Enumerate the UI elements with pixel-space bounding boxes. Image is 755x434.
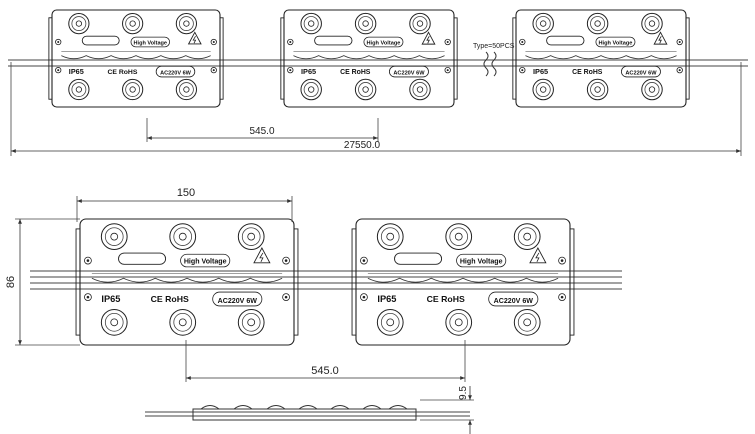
led-lens: [354, 12, 377, 35]
led-lens: [237, 223, 265, 251]
ip-rating-label: IP65: [101, 294, 120, 304]
warning-label: High Voltage: [460, 258, 503, 266]
dimension-width: 150: [76, 187, 293, 222]
led-lens: [513, 223, 541, 251]
led-lens: [532, 78, 554, 101]
led-lens: [300, 12, 322, 35]
led-lens: [641, 12, 663, 35]
hazard-triangle-icon: [529, 247, 547, 264]
hazard-triangle-icon: [253, 247, 271, 264]
dimension-height: 86: [5, 218, 80, 346]
certification-label: CE RoHS: [572, 69, 603, 76]
wire-run-bottom: [30, 270, 622, 290]
led-lens: [169, 223, 197, 251]
ip-rating-label: IP65: [301, 67, 316, 76]
led-lens: [237, 308, 265, 336]
warning-label: High Voltage: [184, 258, 227, 266]
power-rating-label: AC220V 6W: [625, 71, 657, 77]
led-lens: [169, 308, 197, 336]
dimension-thickness: 9.5: [420, 386, 474, 434]
type-note: Type=50PCS: [473, 43, 515, 50]
dim-height-label: 86: [5, 276, 17, 288]
lens-bump: [298, 405, 318, 410]
break-symbol: [483, 51, 497, 77]
led-lens: [300, 78, 322, 101]
led-lens: [409, 78, 431, 101]
led-lens: [445, 223, 473, 251]
lens-bump: [362, 405, 382, 410]
dim-width-label: 150: [177, 187, 195, 199]
ip-rating-label: IP65: [377, 294, 396, 304]
hazard-triangle-icon: [421, 31, 436, 45]
dimension-total-length: 27550.0: [10, 62, 742, 156]
side-profile-view: [145, 405, 470, 421]
power-rating-label: AC220V 6W: [218, 297, 258, 305]
warning-label: High Voltage: [134, 40, 168, 46]
lens-bump: [388, 405, 408, 410]
dim-pitch-top-label: 545.0: [249, 126, 274, 137]
led-lens: [586, 78, 609, 101]
led-lens: [376, 223, 404, 251]
led-lens: [513, 308, 541, 336]
dimension-pitch-top: 545.0: [146, 118, 379, 142]
led-lens: [122, 78, 144, 101]
led-lens: [175, 78, 198, 101]
led-lens: [100, 308, 128, 336]
ip-rating-label: IP65: [69, 67, 84, 76]
power-rating-label: AC220V 6W: [393, 71, 425, 77]
hazard-triangle-icon: [653, 31, 668, 45]
lens-bump: [233, 405, 253, 410]
led-lens: [175, 12, 198, 35]
certification-label: CE RoHS: [340, 69, 371, 76]
power-rating-label: AC220V 6W: [160, 71, 192, 77]
led-lens: [445, 308, 473, 336]
certification-label: CE RoHS: [427, 294, 465, 304]
warning-label: High Voltage: [367, 40, 401, 46]
certification-label: CE RoHS: [107, 69, 137, 76]
led-lens: [122, 12, 144, 35]
led-lens: [68, 12, 90, 35]
dim-thickness-label: 9.5: [458, 386, 469, 400]
dimension-pitch-bottom: 545.0: [185, 340, 466, 382]
led-lens: [409, 12, 431, 35]
power-rating-label: AC220V 6W: [494, 297, 534, 305]
led-lens: [641, 78, 663, 101]
dim-total-length-label: 27550.0: [344, 140, 381, 151]
lens-bump: [266, 405, 286, 410]
certification-label: CE RoHS: [151, 294, 189, 304]
ip-rating-label: IP65: [533, 67, 548, 76]
led-lens: [100, 223, 128, 251]
hazard-triangle-icon: [187, 31, 202, 45]
dim-pitch-bottom-label: 545.0: [311, 365, 339, 377]
led-lens: [586, 12, 609, 35]
wire-run-top: [8, 59, 748, 67]
led-lens: [532, 12, 554, 35]
led-lens: [376, 308, 404, 336]
lens-bump: [200, 405, 220, 410]
warning-label: High Voltage: [599, 40, 633, 46]
led-lens: [68, 78, 90, 101]
lens-bump: [330, 405, 350, 410]
led-lens: [354, 78, 377, 101]
